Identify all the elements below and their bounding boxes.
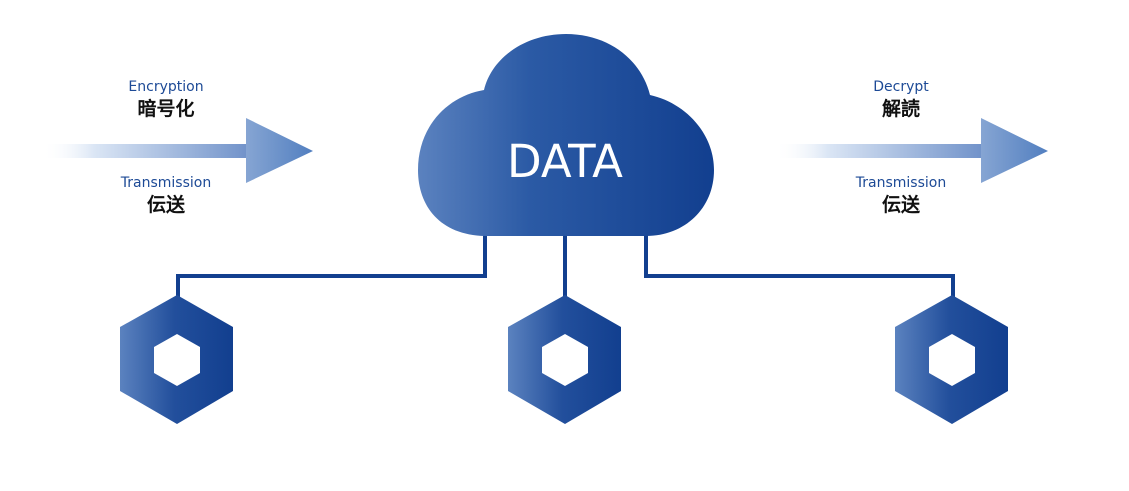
encryption-japanese-label: 暗号化: [137, 98, 195, 120]
cloud-icon: DATA: [418, 34, 714, 236]
connector-left: [176, 234, 487, 299]
left-arrow-head: [246, 118, 313, 183]
right-top-label: Decrypt 解読: [801, 78, 1001, 122]
left-top-label: Encryption 暗号化: [66, 78, 266, 122]
decrypt-label: Decrypt: [873, 79, 929, 95]
right-arrow-shaft: [775, 144, 985, 158]
hexagon-node-icon: [508, 295, 621, 424]
encryption-label: Encryption: [128, 79, 204, 95]
hexagon-node-icon: [120, 295, 233, 424]
left-bottom-label: Transmission 伝送: [66, 174, 266, 218]
hexagon-node-icon: [895, 295, 1008, 424]
cloud-label: DATA: [507, 135, 623, 188]
right-bottom-label: Transmission 伝送: [801, 174, 1001, 218]
right-transfer-arrow: [775, 118, 1048, 183]
left-transfer-arrow: [42, 118, 313, 183]
decrypt-japanese-label: 解読: [881, 98, 920, 120]
transmission-label-right: Transmission: [855, 175, 947, 191]
transmission-japanese-label-right: 伝送: [881, 194, 920, 216]
left-arrow-shaft: [42, 144, 250, 158]
connection-lines: [176, 234, 955, 299]
transmission-label-left: Transmission: [120, 175, 212, 191]
transmission-japanese-label-left: 伝送: [146, 194, 185, 216]
right-arrow-head: [981, 118, 1048, 183]
connector-right: [644, 234, 955, 299]
